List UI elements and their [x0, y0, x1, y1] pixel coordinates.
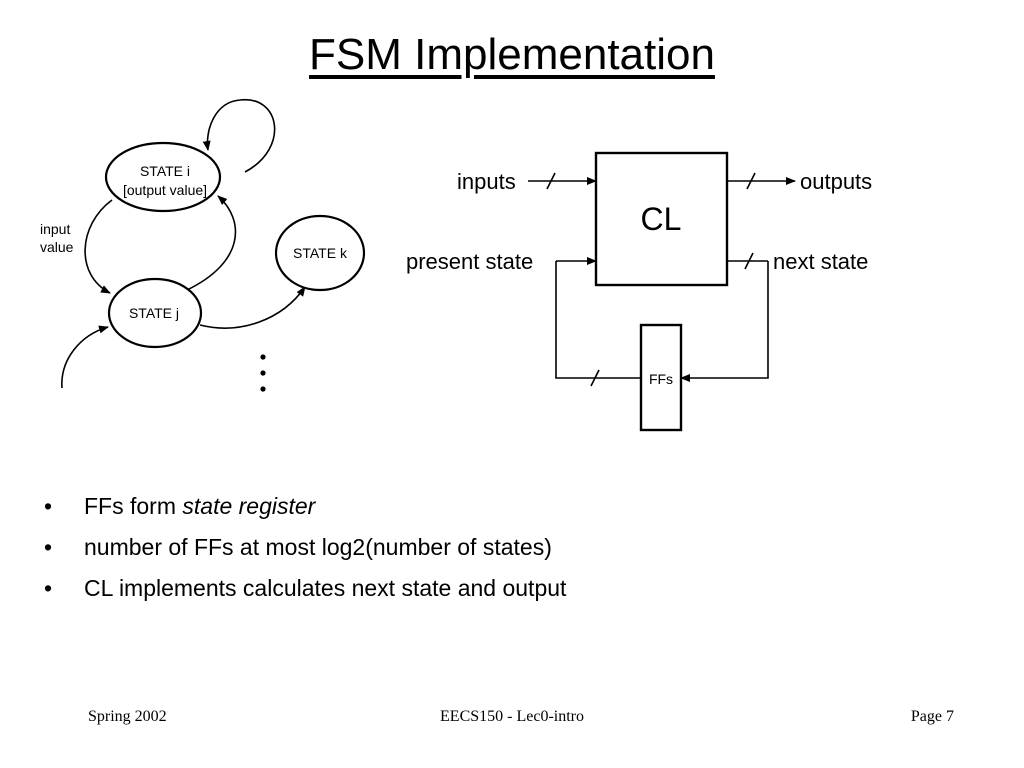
state-k-name: STATE k: [293, 245, 348, 261]
ellipsis-dots: [260, 354, 266, 392]
incoming-arrow: [61, 325, 109, 389]
bullet-text: number of FFs at most log2(number of sta…: [84, 534, 552, 560]
footer-course: EECS150 - Lec0-intro: [440, 708, 584, 725]
bullet-text: FFs form: [84, 493, 183, 519]
bullet-item-number-of-ffs: • number of FFs at most log2(number of st…: [44, 527, 566, 568]
bullet-emphasis: state register: [182, 493, 316, 519]
inputs-bus-slash: [546, 172, 556, 190]
state-k-node: [274, 214, 366, 292]
bullet-text: CL implements calculates next state and …: [84, 575, 567, 601]
state-i-node: [104, 141, 222, 213]
ffs-block: [639, 323, 683, 432]
transition-label-value: value: [40, 239, 74, 255]
bullet-marker: •: [44, 493, 53, 519]
footer-page-number: Page 7: [910, 708, 954, 725]
bullet-item-cl-implements: • CL implements calculates next state and…: [44, 568, 566, 609]
inputs-label: inputs: [457, 169, 516, 194]
outputs-bus-slash: [746, 172, 756, 190]
fsm-diagrams: STATE i [output value] STATE j STATE k i…: [40, 99, 872, 432]
cl-label: CL: [641, 201, 682, 237]
feedback-to-ffs-arrow: [680, 261, 769, 382]
state-i-name: STATE i: [140, 163, 190, 179]
cl-block: [594, 151, 729, 287]
transition-j-to-k-arrow: [199, 286, 306, 329]
transition-label-input: input: [40, 221, 70, 237]
state-diagram: [61, 99, 366, 389]
next-state-label: next state: [773, 249, 868, 274]
outputs-label: outputs: [800, 169, 872, 194]
bullet-list: • FFs form state register • number of FFs …: [44, 486, 566, 609]
ellipsis-dot: [260, 386, 266, 392]
state-j-name: STATE j: [129, 305, 179, 321]
block-diagram-labels: CL FFs inputs outputs present state next…: [406, 169, 872, 387]
transition-i-to-j-arrow: [84, 199, 113, 294]
feedback-from-ffs-line: [555, 261, 641, 379]
ffs-label: FFs: [649, 371, 673, 387]
next-state-bus-slash: [744, 252, 754, 270]
state-j-node: [107, 277, 203, 349]
bullet-marker: •: [44, 534, 53, 560]
bullet-marker: •: [44, 575, 53, 601]
ffs-bus-slash: [590, 369, 600, 387]
ellipsis-dot: [260, 370, 266, 376]
footer-date: Spring 2002: [88, 708, 167, 725]
transition-j-to-i-arrow: [186, 195, 237, 291]
self-loop-arrow: [202, 99, 276, 173]
block-diagram: [528, 151, 796, 432]
bullet-item-state-register: • FFs form state register: [44, 486, 566, 527]
present-state-label: present state: [406, 249, 533, 274]
ellipsis-dot: [260, 354, 266, 360]
state-i-output: [output value]: [123, 182, 207, 198]
state-diagram-labels: STATE i [output value] STATE j STATE k i…: [40, 163, 348, 321]
page-title: FSM Implementation: [309, 30, 715, 79]
